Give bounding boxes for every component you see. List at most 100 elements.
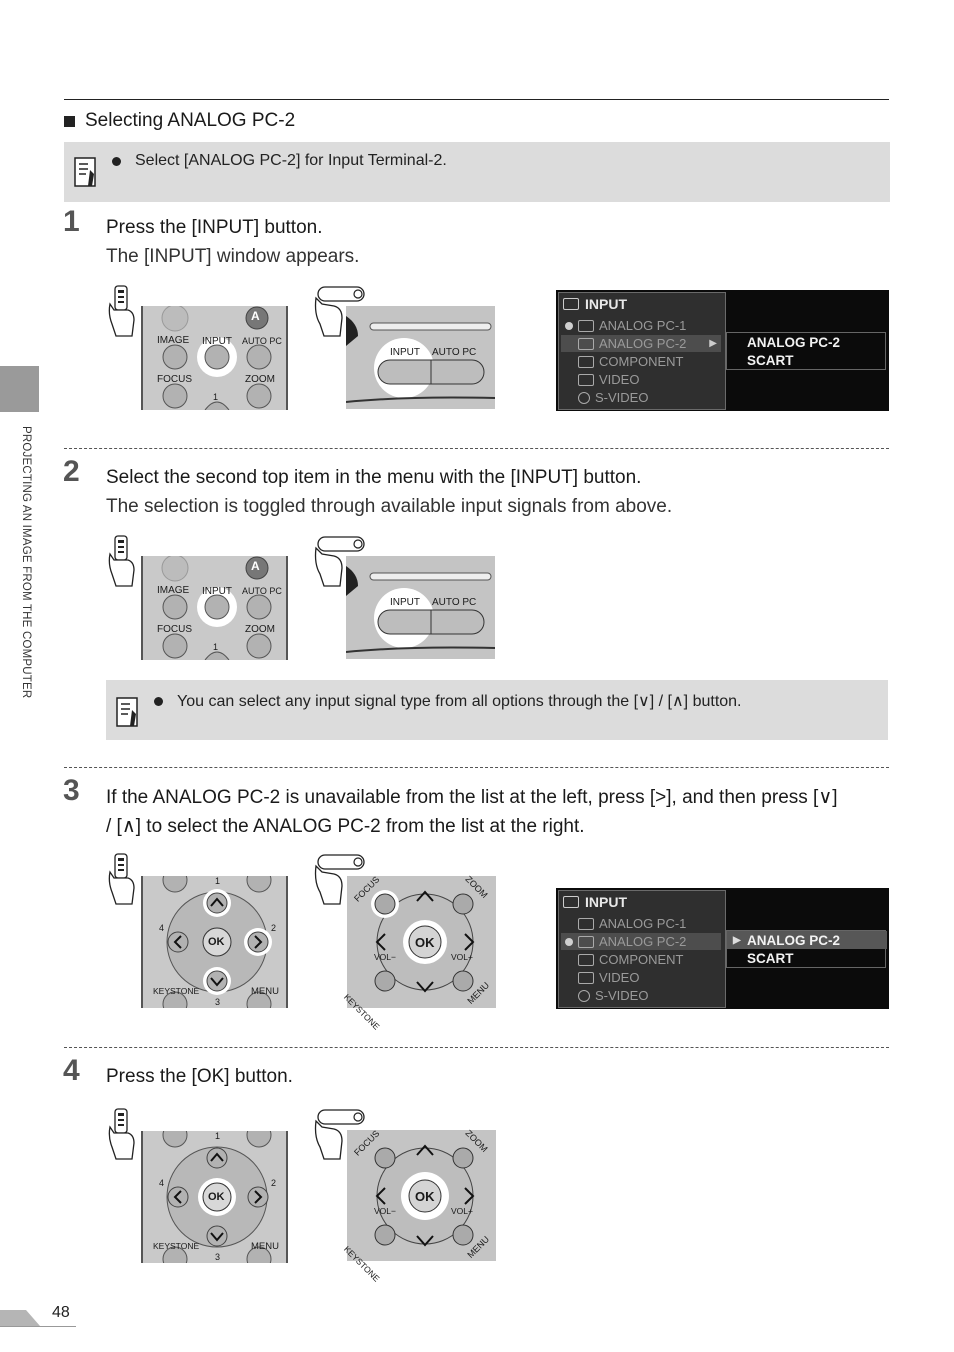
menu-item[interactable]: VIDEO [561,371,721,388]
component-icon [578,355,594,368]
sub-menu-item[interactable]: ▶ ANALOG PC-2 [727,931,887,949]
sub-menu: ANALOG PC-2 SCART [726,332,886,370]
menu-item[interactable]: VIDEO [561,969,721,986]
projector-nav-panel: OK FOCUS ZOOM VOL− VOL+ KEYSTONE MENU [342,874,496,1032]
menu-title: INPUT [563,894,627,910]
menu-item[interactable]: S-VIDEO [561,389,721,406]
step-description: The [INPUT] window appears. [106,246,360,267]
remote-image-label: IMAGE [157,585,190,596]
step-instruction-cont: / [∧] to select the ANALOG PC-2 from the… [106,816,585,837]
nav-two-label: 2 [271,1178,277,1188]
menu-item[interactable]: ANALOG PC-2 ▶ [561,335,721,352]
menu-label: MENU [251,1241,279,1252]
remote-autopc-label: AUTO PC [242,336,282,346]
remote-focus-label: FOCUS [157,374,192,385]
remote-input-label: INPUT [202,336,232,347]
step-divider [64,1047,889,1048]
projector-input-panel: INPUT AUTO PC [346,556,495,659]
remote-input-panel: A IMAGE INPUT AUTO PC FOCUS ZOOM 1 [141,306,288,410]
step-instruction: If the ANALOG PC-2 is unavailable from t… [106,787,838,808]
projector-input-label: INPUT [390,597,420,608]
remote-zoom-label: ZOOM [245,624,275,635]
remote-one-label: 1 [213,392,219,402]
nav-three-label: 3 [215,1252,221,1262]
vol-plus-label: VOL+ [451,1206,473,1216]
component-icon [578,953,594,966]
section-title: Selecting ANALOG PC-2 [64,110,295,132]
input-menu-screen: INPUT ANALOG PC-1 ANALOG PC-2 ▶ COMPONEN… [556,290,889,411]
remote-hand-icon [108,285,135,337]
remote-hand-icon [108,535,135,587]
sub-menu-item[interactable]: SCART [747,352,794,368]
input-menu-screen: INPUT ANALOG PC-1 ANALOG PC-2 COMPONENT … [556,888,889,1009]
pc-icon [578,917,594,930]
remote-nav-panel: OK 1 4 2 3 KEYSTONE MENU [141,1131,288,1263]
input-menu-list: INPUT ANALOG PC-1 ANALOG PC-2 ▶ COMPONEN… [558,292,726,410]
bullet-icon [112,156,121,166]
video-icon [578,971,594,984]
remote-a-label: A [251,559,260,573]
menu-label: MENU [251,986,279,997]
menu-item[interactable]: ANALOG PC-1 [561,915,721,932]
ok-label: OK [415,1189,435,1204]
page-corner-mark [0,1310,40,1326]
step-divider [64,767,889,768]
menu-item[interactable]: COMPONENT [561,353,721,370]
ok-label: OK [208,1191,225,1203]
step-number: 2 [63,455,80,488]
nav-four-label: 4 [159,923,165,933]
bullet-icon [154,696,163,706]
vol-minus-label: VOL− [374,952,396,962]
projector-hand-icon [314,286,365,337]
pc-icon [578,337,594,350]
step-instruction: Press the [OK] button. [106,1066,293,1087]
step-description: The selection is toggled through availab… [106,496,673,517]
nav-one-label: 1 [215,1131,221,1141]
vol-plus-label: VOL+ [451,952,473,962]
step-instruction: Press the [INPUT] button. [106,217,323,238]
pc-icon [578,319,594,332]
projector-autopc-label: AUTO PC [432,347,477,358]
square-bullet-icon [64,115,75,127]
nav-two-label: 2 [271,923,277,933]
remote-nav-panel: OK 1 4 2 3 KEYSTONE MENU [141,876,288,1008]
top-rule [64,99,889,100]
menu-item[interactable]: ANALOG PC-1 [561,317,721,334]
ok-label: OK [415,935,435,950]
sub-menu: ▶ ANALOG PC-2 SCART [726,930,887,968]
page-number: 48 [52,1304,70,1321]
nav-three-label: 3 [215,997,221,1007]
menu-title: INPUT [563,296,627,312]
selected-dot-icon [565,321,573,330]
sub-menu-item[interactable]: SCART [747,950,794,966]
ok-label: OK [208,936,225,948]
input-menu-list: INPUT ANALOG PC-1 ANALOG PC-2 COMPONENT … [558,890,726,1008]
nav-one-label: 1 [215,876,221,886]
remote-autopc-label: AUTO PC [242,586,282,596]
arrow-right-icon: ▶ [709,338,717,349]
menu-item[interactable]: S-VIDEO [561,987,721,1004]
remote-hand-icon [108,1108,135,1160]
step-instruction: Select the second top item in the menu w… [106,467,642,488]
projector-autopc-label: AUTO PC [432,597,477,608]
step-number: 3 [63,774,80,807]
keystone-label: KEYSTONE [153,1241,200,1251]
chapter-label: PROJECTING AN IMAGE FROM THE COMPUTER [20,426,32,699]
memo-icon [74,157,96,187]
s-video-icon [578,989,590,1002]
menu-item[interactable]: ANALOG PC-2 [561,933,721,950]
projector-hand-icon [314,536,365,587]
arrow-right-icon: ▶ [733,934,741,946]
projector-input-label: INPUT [390,347,420,358]
sub-menu-item[interactable]: ANALOG PC-2 [747,334,841,350]
vol-minus-label: VOL− [374,1206,396,1216]
note-bullet: You can select any input signal type fro… [154,691,742,711]
chapter-tab [0,366,39,412]
nav-four-label: 4 [159,1178,165,1188]
menu-item[interactable]: COMPONENT [561,951,721,968]
input-icon [563,896,579,908]
note-box: You can select any input signal type fro… [106,680,888,740]
step-divider [64,448,889,449]
video-icon [578,373,594,386]
remote-a-label: A [251,309,260,323]
